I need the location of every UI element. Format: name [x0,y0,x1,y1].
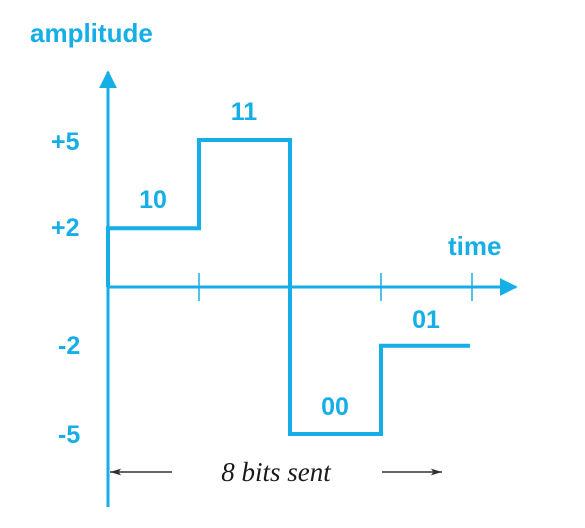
y-tick-label-plus2: +2 [51,214,80,242]
y-tick-label-minus2: -2 [58,332,80,360]
bit-label-00: 00 [321,393,349,421]
y-tick-label-minus5: -5 [58,421,80,449]
y-axis-title: amplitude [30,18,153,48]
bit-label-11: 11 [231,98,258,126]
bit-label-10: 10 [139,186,167,214]
signal-waveform [106,138,470,436]
x-axis-title: time [448,231,501,261]
bit-label-01: 01 [412,306,440,334]
bits-sent-note: 8 bits sent [221,457,332,487]
y-tick-label-plus5: +5 [51,128,80,156]
